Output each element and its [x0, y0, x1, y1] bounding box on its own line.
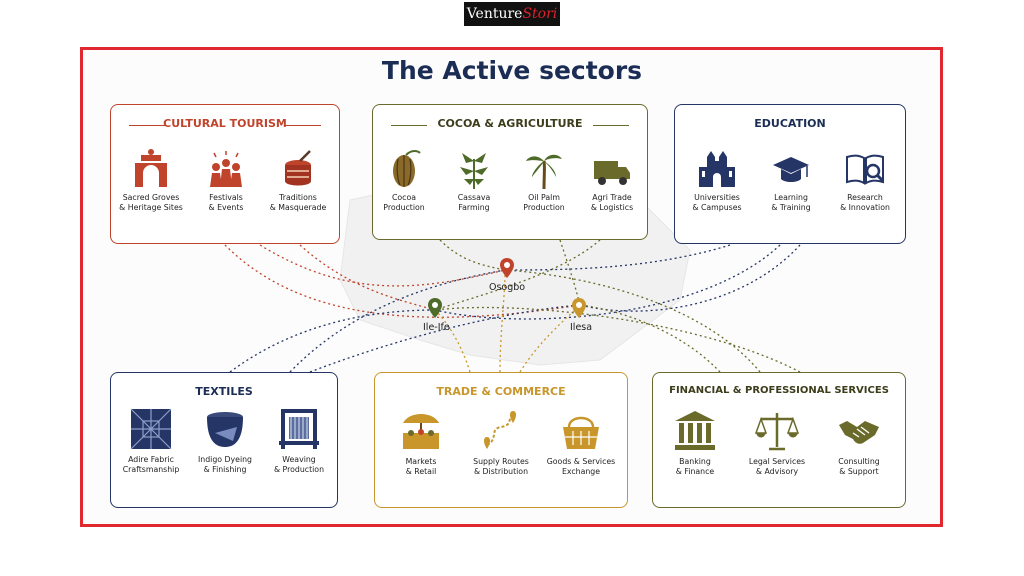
sector-item: Weaving & Production — [257, 407, 341, 475]
basket-icon — [563, 416, 599, 449]
sector-card-cultural-tourism: CULTURAL TOURISM Sacred Groves & Heritag… — [110, 104, 340, 244]
sector-item-label: Cocoa Production — [383, 193, 425, 212]
sector-item-label: Supply Routes & Distribution — [473, 457, 529, 476]
map-pin-icon — [572, 298, 586, 318]
sector-item-label: Traditions & Masquerade — [269, 193, 327, 212]
heritage-arch-icon — [135, 149, 167, 187]
sector-item: Markets & Retail — [379, 409, 463, 477]
city-label-ilesa: Ilesa — [570, 322, 593, 333]
sector-item: Consulting & Support — [817, 409, 901, 477]
sector-card-textiles: TEXTILES Adire Fabric Craftsmanship Indi… — [110, 372, 338, 508]
link-education-ileife — [434, 244, 781, 320]
cocoa-pod-icon — [393, 150, 421, 187]
loom-icon — [279, 409, 319, 449]
festival-icon — [210, 151, 242, 187]
logo-text-venture: Venture — [466, 6, 523, 22]
bank-icon — [675, 411, 715, 450]
link-textiles-ilesa — [309, 304, 581, 373]
market-stall-icon — [403, 414, 439, 449]
book-search-icon — [846, 154, 885, 185]
sector-item: Goods & Services Exchange — [539, 409, 623, 477]
palm-tree-icon — [526, 154, 562, 189]
map-pin-icon — [500, 258, 514, 278]
truck-icon — [594, 161, 630, 185]
map-pin-icon — [428, 298, 442, 318]
sector-item: Traditions & Masquerade — [256, 149, 340, 213]
sector-card-financial-services: FINANCIAL & PROFESSIONAL SERVICES Bankin… — [652, 372, 906, 508]
sector-item: Festivals & Events — [184, 149, 268, 213]
sector-title: EDUCATION — [754, 117, 826, 130]
link-finance-ileife — [434, 306, 801, 373]
sector-title: TRADE & COMMERCE — [436, 385, 566, 398]
sector-item-label: Festivals & Events — [208, 193, 244, 212]
sector-item: Legal Services & Advisory — [735, 409, 819, 477]
sector-item-label: Universities & Campuses — [692, 193, 742, 212]
link-tourism-ileife — [299, 244, 436, 311]
sector-item: Indigo Dyeing & Finishing — [183, 407, 267, 475]
sector-item-label: Research & Innovation — [840, 193, 890, 212]
link-finance-osogbo — [504, 269, 761, 373]
university-icon — [699, 151, 735, 187]
page-title: The Active sectors — [381, 56, 643, 85]
link-textiles-osogbo — [289, 269, 506, 373]
link-finance-ilesa — [579, 304, 721, 373]
sector-item-label: Agri Trade & Logistics — [590, 193, 634, 212]
sector-item: Adire Fabric Craftsmanship — [109, 407, 193, 475]
cassava-plant-icon — [460, 153, 488, 189]
sector-item-label: Goods & Services Exchange — [546, 457, 616, 476]
adire-fabric-icon — [130, 408, 172, 450]
sector-item-label: Oil Palm Production — [523, 193, 565, 212]
sector-item-label: Weaving & Production — [273, 455, 325, 474]
sector-title: CULTURAL TOURISM — [163, 117, 287, 130]
sector-item: Learning & Training — [749, 149, 833, 213]
sector-item: Sacred Groves & Heritage Sites — [109, 149, 193, 213]
link-trade-osogbo — [499, 269, 506, 373]
sector-item-label: Adire Fabric Craftsmanship — [122, 455, 180, 474]
sector-item: Banking & Finance — [653, 409, 737, 477]
sector-item-label: Banking & Finance — [675, 457, 715, 476]
sector-item: Oil Palm Production — [509, 149, 579, 213]
link-education-osogbo — [504, 244, 731, 271]
sector-title: TEXTILES — [195, 385, 253, 398]
sector-item: Cassava Farming — [439, 149, 509, 213]
logo-text-stori: Stori — [522, 6, 558, 22]
link-textiles-ileife — [229, 309, 436, 373]
sector-item-label: Cassava Farming — [457, 193, 491, 212]
sector-card-cocoa-agriculture: COCOA & AGRICULTURE Cocoa Production Cas… — [372, 104, 648, 240]
venturestori-logo: VentureStori — [464, 2, 560, 26]
link-tourism-osogbo — [259, 244, 506, 287]
sector-item-label: Learning & Training — [771, 193, 811, 212]
sector-item: Universities & Campuses — [675, 149, 759, 213]
city-label-ile-ife: Ile-Ife — [423, 322, 450, 333]
sector-title: FINANCIAL & PROFESSIONAL SERVICES — [669, 385, 889, 396]
sector-item-label: Consulting & Support — [838, 457, 880, 476]
sector-item-label: Sacred Groves & Heritage Sites — [119, 193, 183, 212]
sector-item-label: Indigo Dyeing & Finishing — [197, 455, 253, 474]
sector-item: Agri Trade & Logistics — [577, 149, 647, 213]
dye-pot-icon — [207, 412, 243, 447]
route-icon — [484, 411, 516, 449]
sector-item: Supply Routes & Distribution — [459, 409, 543, 477]
sector-item: Cocoa Production — [369, 149, 439, 213]
city-label-osogbo: Osogbo — [489, 282, 526, 293]
drum-icon — [285, 150, 311, 186]
graduation-cap-icon — [773, 157, 809, 182]
sector-card-education: EDUCATION Universities & Campuses Learni… — [674, 104, 906, 244]
link-cocoa-osogbo — [439, 239, 506, 271]
sector-item-label: Markets & Retail — [405, 457, 437, 476]
scales-icon — [755, 413, 799, 451]
sector-card-trade-commerce: TRADE & COMMERCE Markets & Retail Supply… — [374, 372, 628, 508]
link-cocoa-ileife — [434, 239, 601, 311]
handshake-icon — [839, 421, 879, 444]
sector-title: COCOA & AGRICULTURE — [437, 117, 583, 130]
sector-item-label: Legal Services & Advisory — [748, 457, 806, 476]
link-trade-ilesa — [519, 304, 581, 373]
sector-item: Research & Innovation — [823, 149, 907, 213]
